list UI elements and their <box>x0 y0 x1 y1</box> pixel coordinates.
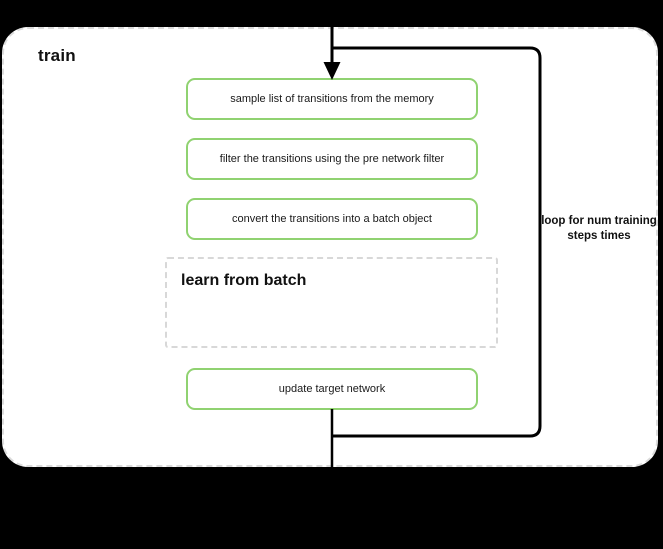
step-label: filter the transitions using the pre net… <box>219 153 445 165</box>
step-convert-batch[interactable]: convert the transitions into a batch obj… <box>186 198 478 240</box>
step-label: update target network <box>278 383 386 395</box>
loop-caption: loop for num training steps times <box>541 215 657 243</box>
step-filter-transitions[interactable]: filter the transitions using the pre net… <box>186 138 478 180</box>
learn-from-batch-label: learn from batch <box>181 272 307 289</box>
train-title: train <box>38 46 76 65</box>
step-label: convert the transitions into a batch obj… <box>232 213 432 225</box>
learn-from-batch-block[interactable]: learn from batch <box>165 257 498 348</box>
step-sample-transitions[interactable]: sample list of transitions from the memo… <box>186 78 478 120</box>
step-update-target-network[interactable]: update target network <box>186 368 478 410</box>
step-label: sample list of transitions from the memo… <box>230 93 434 105</box>
